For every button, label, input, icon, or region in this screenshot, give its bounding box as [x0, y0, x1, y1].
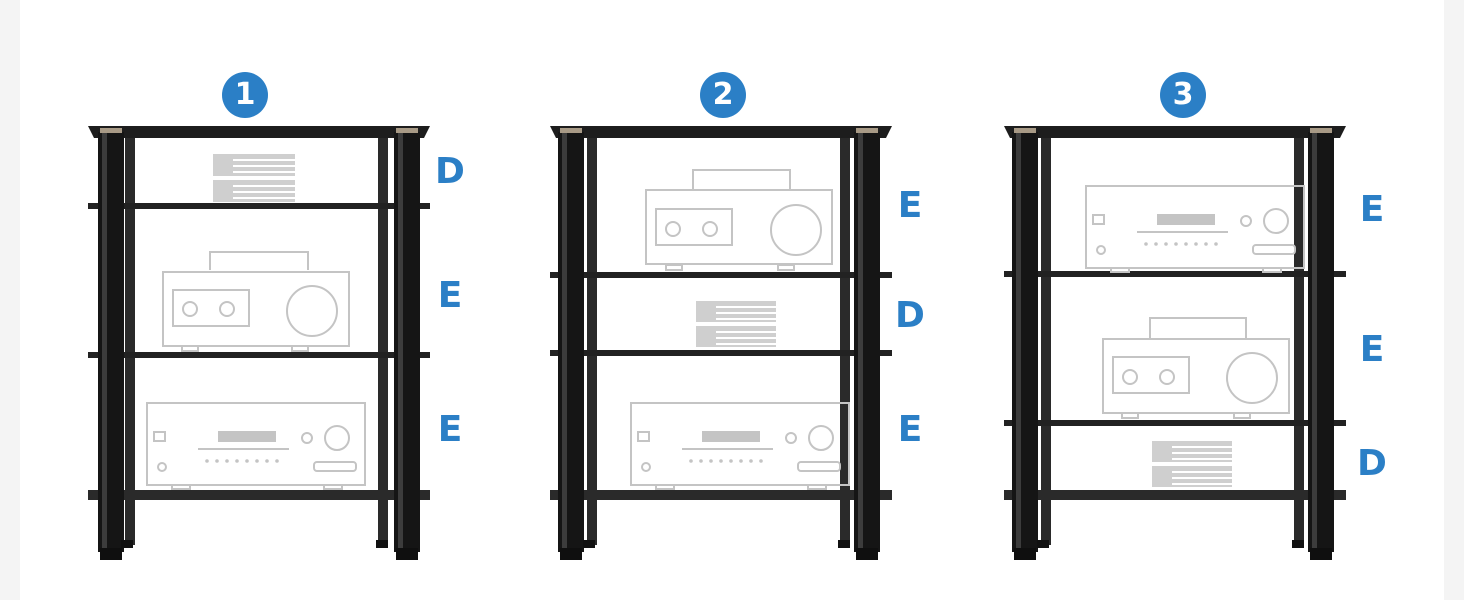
books-icon [1152, 441, 1232, 487]
shelf-label-bottom: D [1357, 443, 1387, 484]
av-receiver-icon [146, 402, 366, 490]
boombox-radio-icon [162, 251, 350, 352]
shelf-label-middle: E [1359, 329, 1385, 370]
av-receiver-icon [1085, 185, 1305, 273]
media-rack-icon [1004, 126, 1346, 560]
shelf-label-top: E [897, 185, 923, 226]
books-icon [696, 301, 776, 347]
shelf-label-top: E [1359, 189, 1385, 230]
media-rack-icon [550, 126, 892, 560]
shelf-label-middle: E [437, 275, 463, 316]
shelf-label-middle: D [895, 295, 925, 336]
config-number-badge: 3 [1160, 72, 1206, 118]
boombox-radio-icon [645, 169, 833, 271]
boombox-radio-icon [1102, 317, 1290, 419]
config-number-badge: 2 [700, 72, 746, 118]
shelf-label-bottom: E [897, 409, 923, 450]
config-number-badge: 1 [222, 72, 268, 118]
media-rack-icon [88, 126, 430, 560]
av-receiver-icon [630, 402, 850, 490]
shelf-label-top: D [435, 151, 465, 192]
white-panel: 1 [20, 0, 1444, 600]
books-icon [213, 154, 295, 202]
shelf-label-bottom: E [437, 409, 463, 450]
